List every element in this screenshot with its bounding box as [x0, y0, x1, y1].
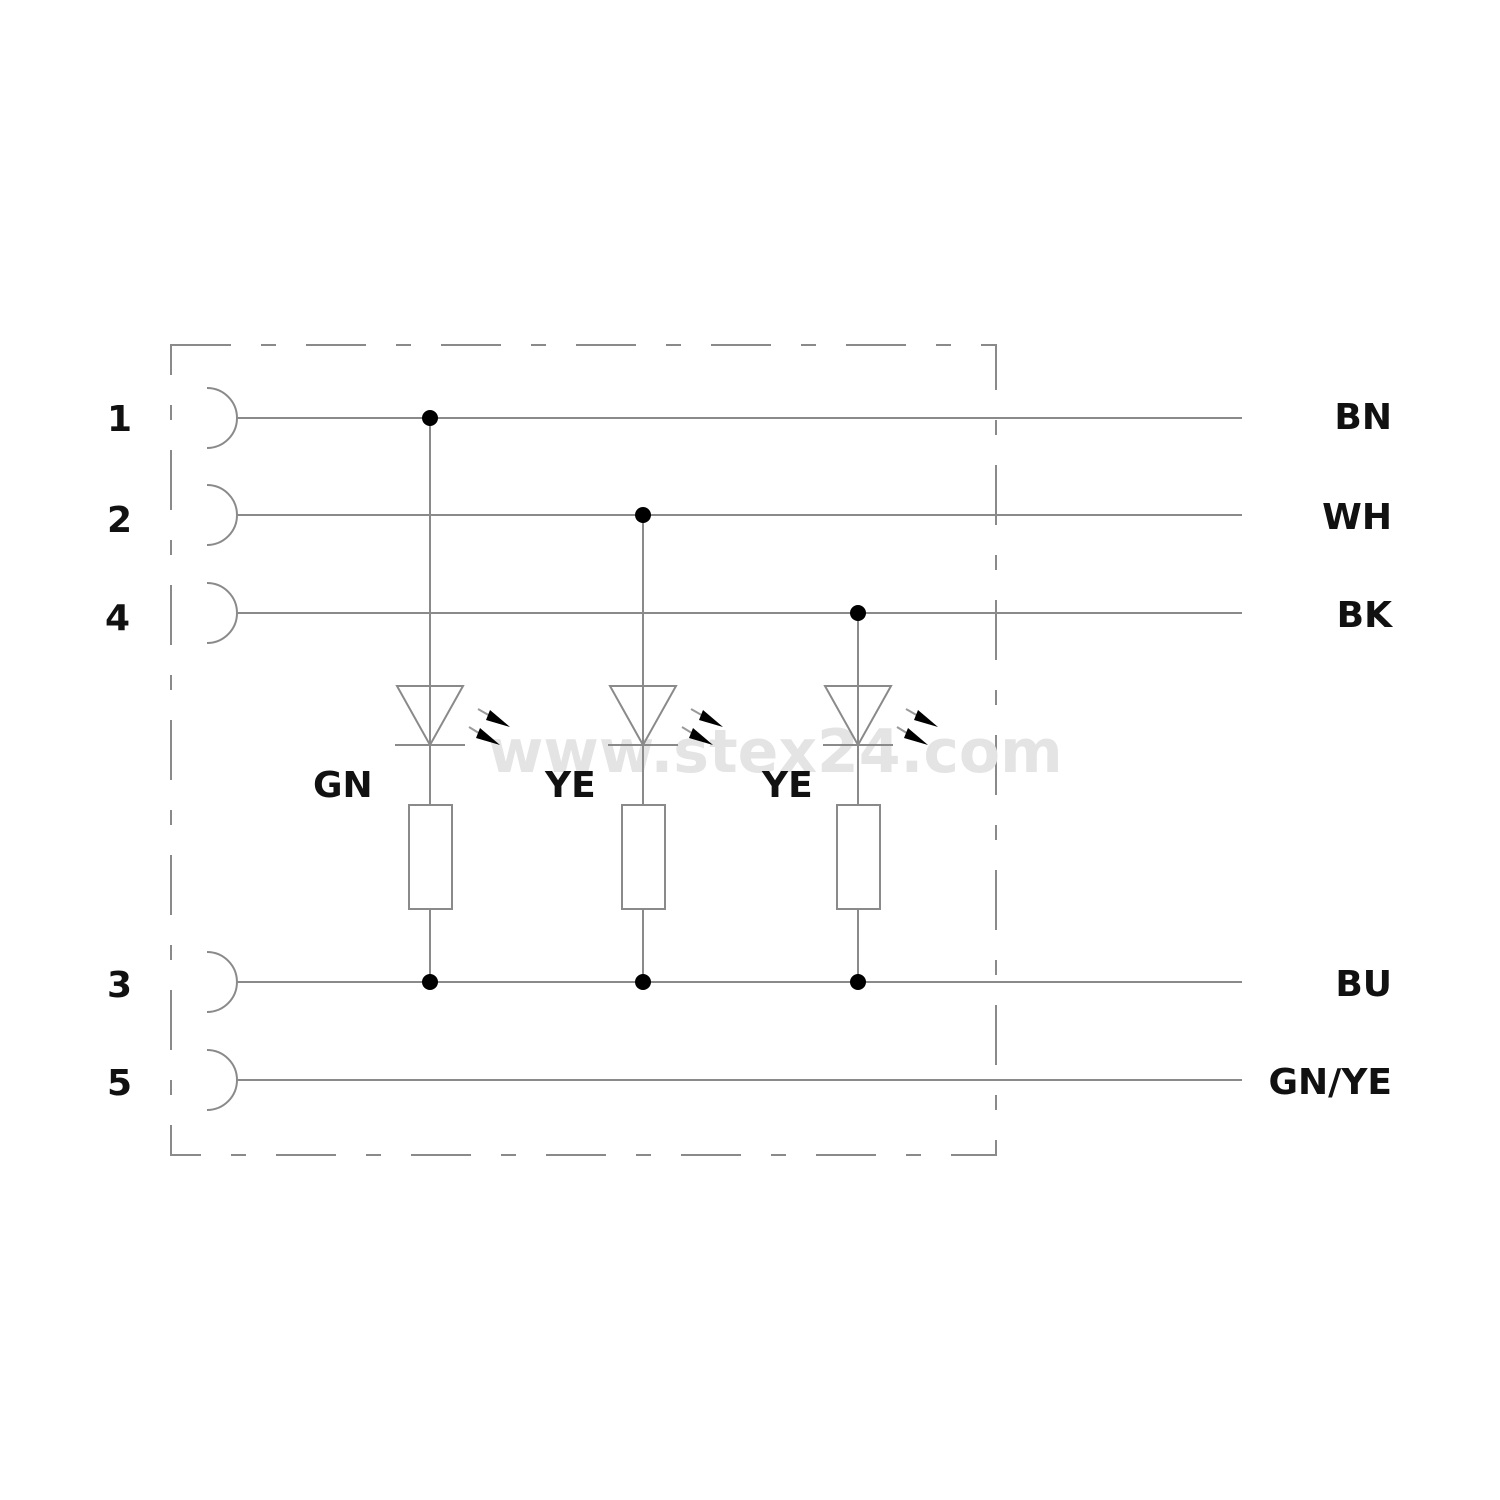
contact-arc-pin-2 [206, 484, 238, 546]
led-diode-icon [608, 685, 678, 748]
pin-label-5: 5 [107, 1063, 132, 1104]
pin-label-4: 4 [105, 598, 130, 639]
light-emission-icon [681, 708, 723, 745]
light-emission-icon [468, 708, 510, 745]
junction-node [422, 410, 438, 426]
led-diode-icon [395, 685, 465, 748]
resistor-icon [621, 804, 666, 910]
led-label-ye-1: YE [544, 765, 596, 806]
junction-node [850, 974, 866, 990]
wire-color-label-bu: BU [1335, 964, 1392, 1005]
junction-node [422, 974, 438, 990]
wire-color-label-bn: BN [1334, 397, 1392, 438]
contact-arc-pin-3 [206, 951, 238, 1013]
led-branch-ye-2 [823, 605, 938, 990]
junction-node [635, 974, 651, 990]
resistor-icon [408, 804, 453, 910]
led-branch-ye-1 [608, 507, 723, 990]
resistor-icon [836, 804, 881, 910]
junction-node [635, 507, 651, 523]
connector-housing-frame [170, 344, 997, 1156]
led-label-gn: GN [313, 765, 373, 806]
pin-contacts [206, 387, 238, 1111]
pin-label-2: 2 [107, 500, 132, 541]
pin-label-1: 1 [107, 399, 132, 440]
led-diode-icon [823, 685, 893, 748]
led-label-ye-2: YE [761, 765, 813, 806]
light-emission-icon [896, 708, 938, 745]
contact-arc-pin-4 [206, 582, 238, 644]
horizontal-wires [237, 417, 1242, 1081]
led-branch-gn [395, 410, 510, 990]
wire-color-label-wh: WH [1322, 497, 1392, 538]
wire-color-label-gn-ye: GN/YE [1269, 1062, 1393, 1103]
contact-arc-pin-1 [206, 387, 238, 449]
pin-label-3: 3 [107, 965, 132, 1006]
watermark-text: www.stex24.com [488, 717, 1063, 787]
wire-color-label-bk: BK [1337, 595, 1393, 636]
contact-arc-pin-5 [206, 1049, 238, 1111]
junction-node [850, 605, 866, 621]
